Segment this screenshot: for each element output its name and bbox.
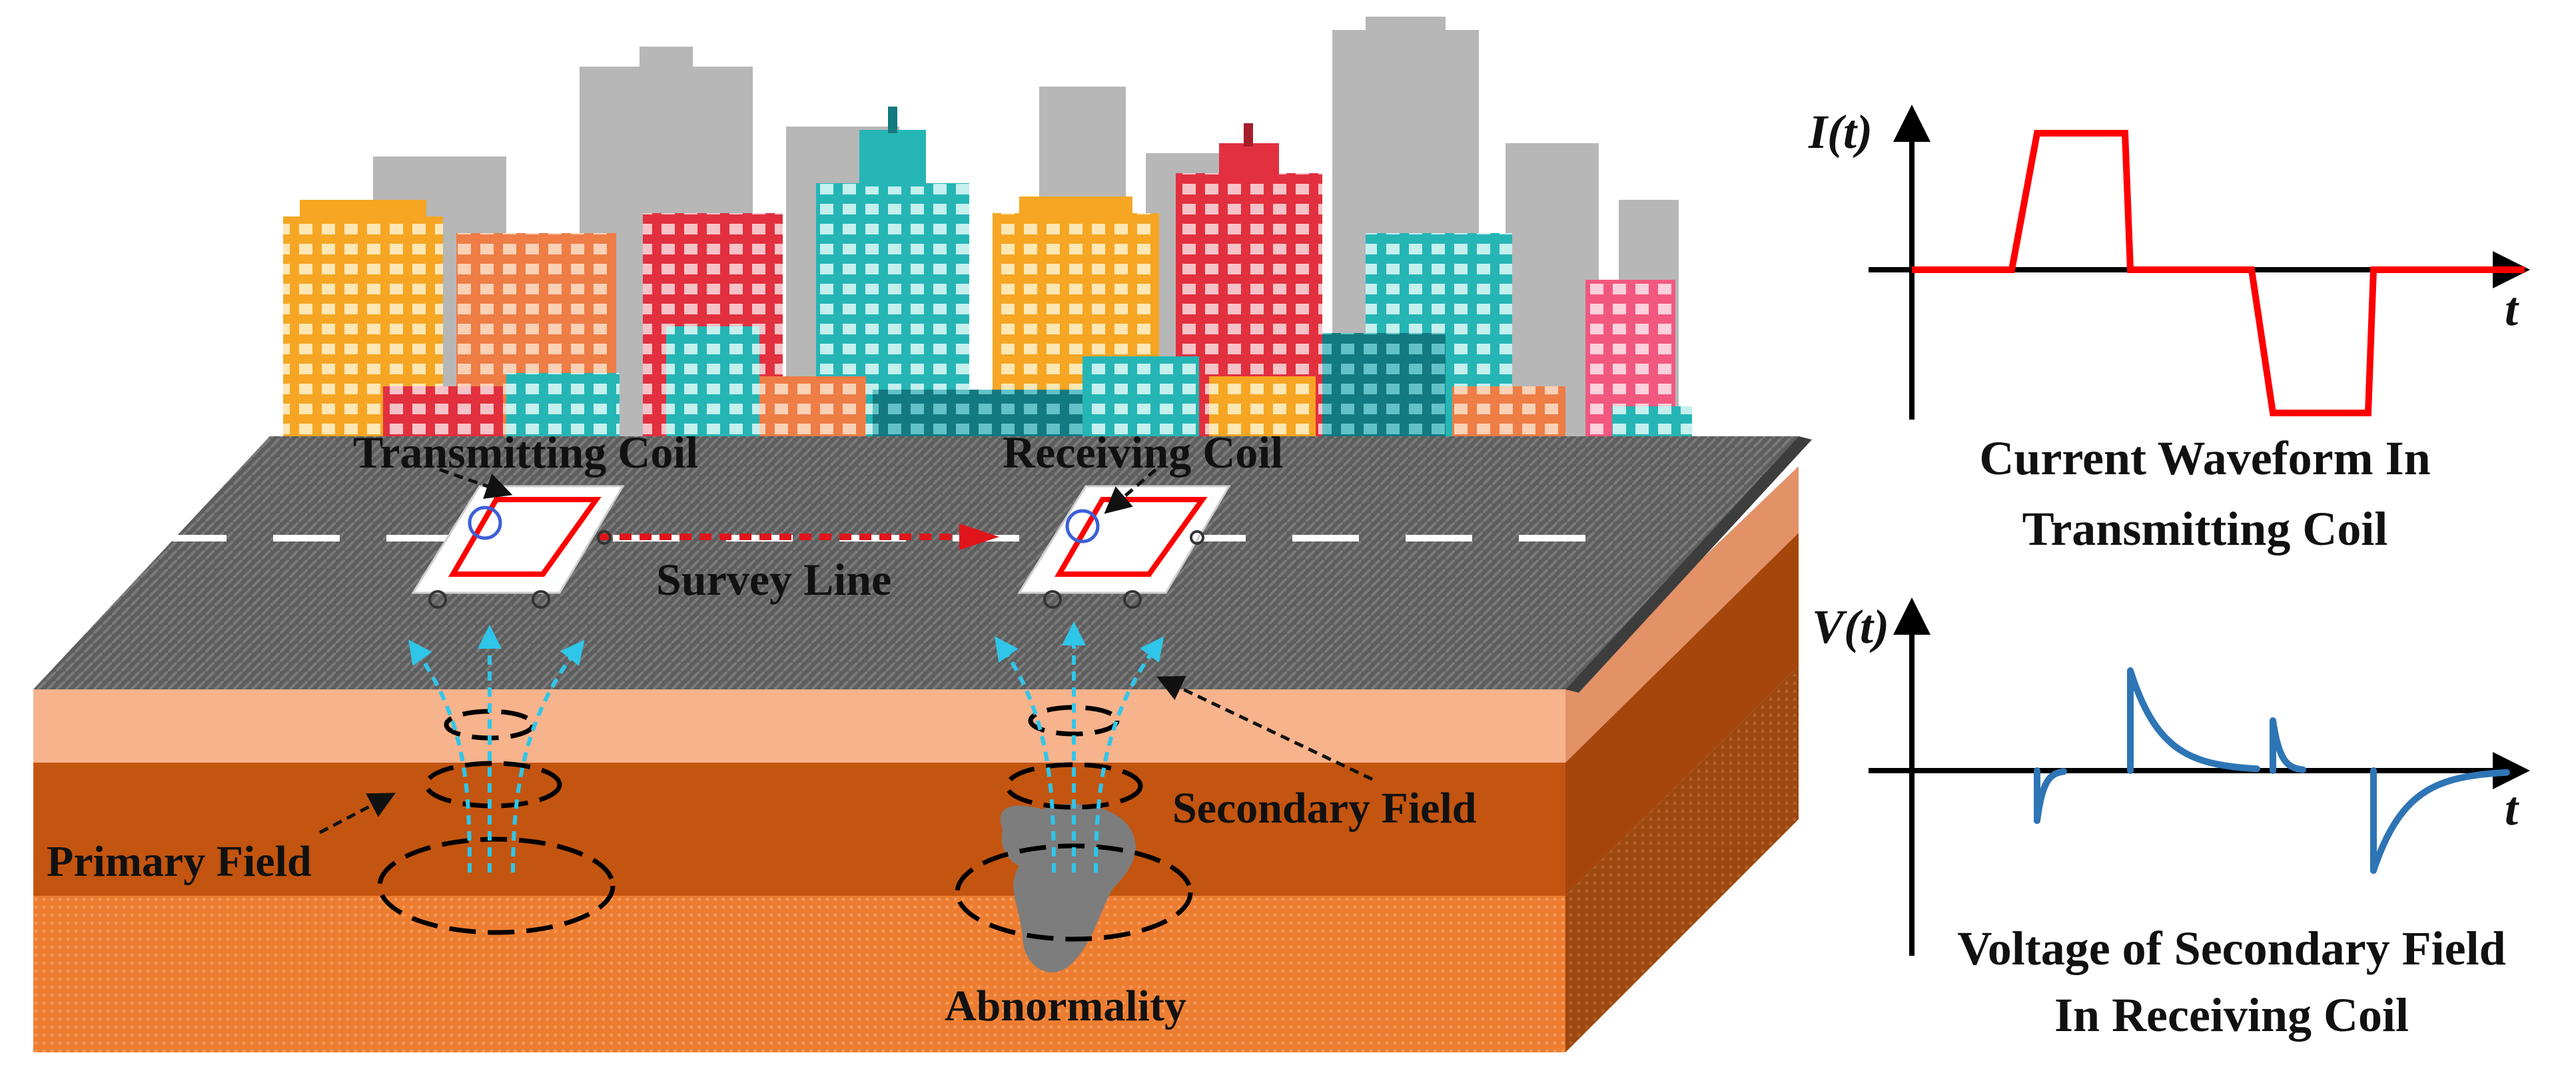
soil-layer-bottom <box>33 896 1565 1052</box>
building <box>506 373 620 436</box>
secondary-field-loop <box>955 843 1193 942</box>
primary-field-loop <box>424 761 562 809</box>
building-roof <box>1019 196 1132 216</box>
voltage-chart: V(t) t Voltage of Secondary Field In Rec… <box>1812 597 2530 1042</box>
building-top <box>1219 143 1279 177</box>
building <box>383 386 503 436</box>
receiving-coil-sensor <box>1065 509 1100 544</box>
secondary-field-lines <box>995 621 1164 873</box>
secondary-field-pointer <box>1156 675 1374 781</box>
survey-line <box>600 524 999 550</box>
transmitting-coil-label: Transmitting Coil <box>353 427 698 478</box>
receiving-coil-pointer <box>1104 468 1157 514</box>
current-caption-line1: Current Waveform In <box>1979 432 2430 485</box>
current-waveform-line <box>1912 130 2525 416</box>
field-line <box>1094 636 1164 873</box>
secondary-field-label: Secondary Field <box>1172 784 1477 833</box>
transmitting-coil-sensor <box>468 506 502 540</box>
soil-side-bottom <box>1565 666 1799 1052</box>
transmitting-coil-loop <box>448 497 602 577</box>
building <box>759 376 866 436</box>
voltage-decay <box>2127 667 2260 773</box>
building-roof <box>300 200 426 220</box>
building <box>1082 356 1199 436</box>
antenna <box>888 107 897 133</box>
building <box>1452 386 1565 436</box>
ground-block <box>33 436 1812 1052</box>
building <box>1322 333 1446 436</box>
current-y-axis-label: I(t) <box>1808 105 1873 159</box>
wheel <box>1043 590 1062 609</box>
building <box>666 326 759 436</box>
voltage-waveform <box>2034 667 2510 874</box>
voltage-decay <box>2370 769 2510 874</box>
wheel <box>1123 590 1142 609</box>
wheel <box>532 590 550 609</box>
transmitting-cart <box>411 485 625 609</box>
current-x-axis-label: t <box>2505 282 2519 336</box>
antenna <box>1244 123 1253 147</box>
survey-line-arrowhead <box>959 524 999 550</box>
building <box>1612 406 1692 436</box>
road-surface <box>33 436 1799 689</box>
field-line <box>408 639 472 873</box>
current-waveform-chart: I(t) t Current Waveform In Transmitting … <box>1808 105 2530 555</box>
building <box>873 390 1092 436</box>
primary-field-pointer <box>318 793 396 835</box>
soil-side-top <box>1565 466 1799 763</box>
soil-layer-top <box>33 689 1565 763</box>
primary-field-label: Primary Field <box>47 837 312 886</box>
voltage-x-axis-label: t <box>2505 782 2519 835</box>
soil-layer-middle <box>33 763 1565 896</box>
survey-line-label: Survey Line <box>656 554 891 605</box>
secondary-field-loop <box>1005 762 1143 810</box>
voltage-caption-line1: Voltage of Secondary Field <box>1957 922 2505 975</box>
voltage-caption-line2: In Receiving Coil <box>2054 988 2409 1042</box>
transmitting-coil-pointer <box>439 468 513 499</box>
voltage-decay <box>2034 768 2067 824</box>
primary-field-loop <box>377 837 616 935</box>
receiving-cart <box>1017 485 1231 609</box>
voltage-decay <box>2270 717 2306 773</box>
abnormality-label: Abnormality <box>945 982 1186 1030</box>
city-skyline <box>283 17 1692 440</box>
building-top <box>859 130 926 186</box>
receiving-coil-loop <box>1055 497 1208 577</box>
field-line <box>995 636 1056 873</box>
wheel <box>428 590 447 609</box>
soil-side-middle <box>1565 533 1799 896</box>
voltage-y-axis-label: V(t) <box>1812 600 1889 653</box>
pointer-arrows <box>318 468 1374 835</box>
wheel <box>597 530 612 545</box>
secondary-field <box>955 705 1193 942</box>
building <box>1209 376 1316 436</box>
receiving-cart-platform <box>1017 485 1231 594</box>
secondary-field-loop <box>1028 705 1120 737</box>
road-edge <box>1565 436 1812 693</box>
wheel <box>1190 530 1204 545</box>
current-caption-line2: Transmitting Coil <box>2022 502 2388 555</box>
transmitting-cart-platform <box>411 485 625 594</box>
receiving-coil-label: Receiving Coil <box>1003 427 1283 478</box>
primary-field-lines <box>408 625 585 873</box>
field-line <box>511 639 585 873</box>
